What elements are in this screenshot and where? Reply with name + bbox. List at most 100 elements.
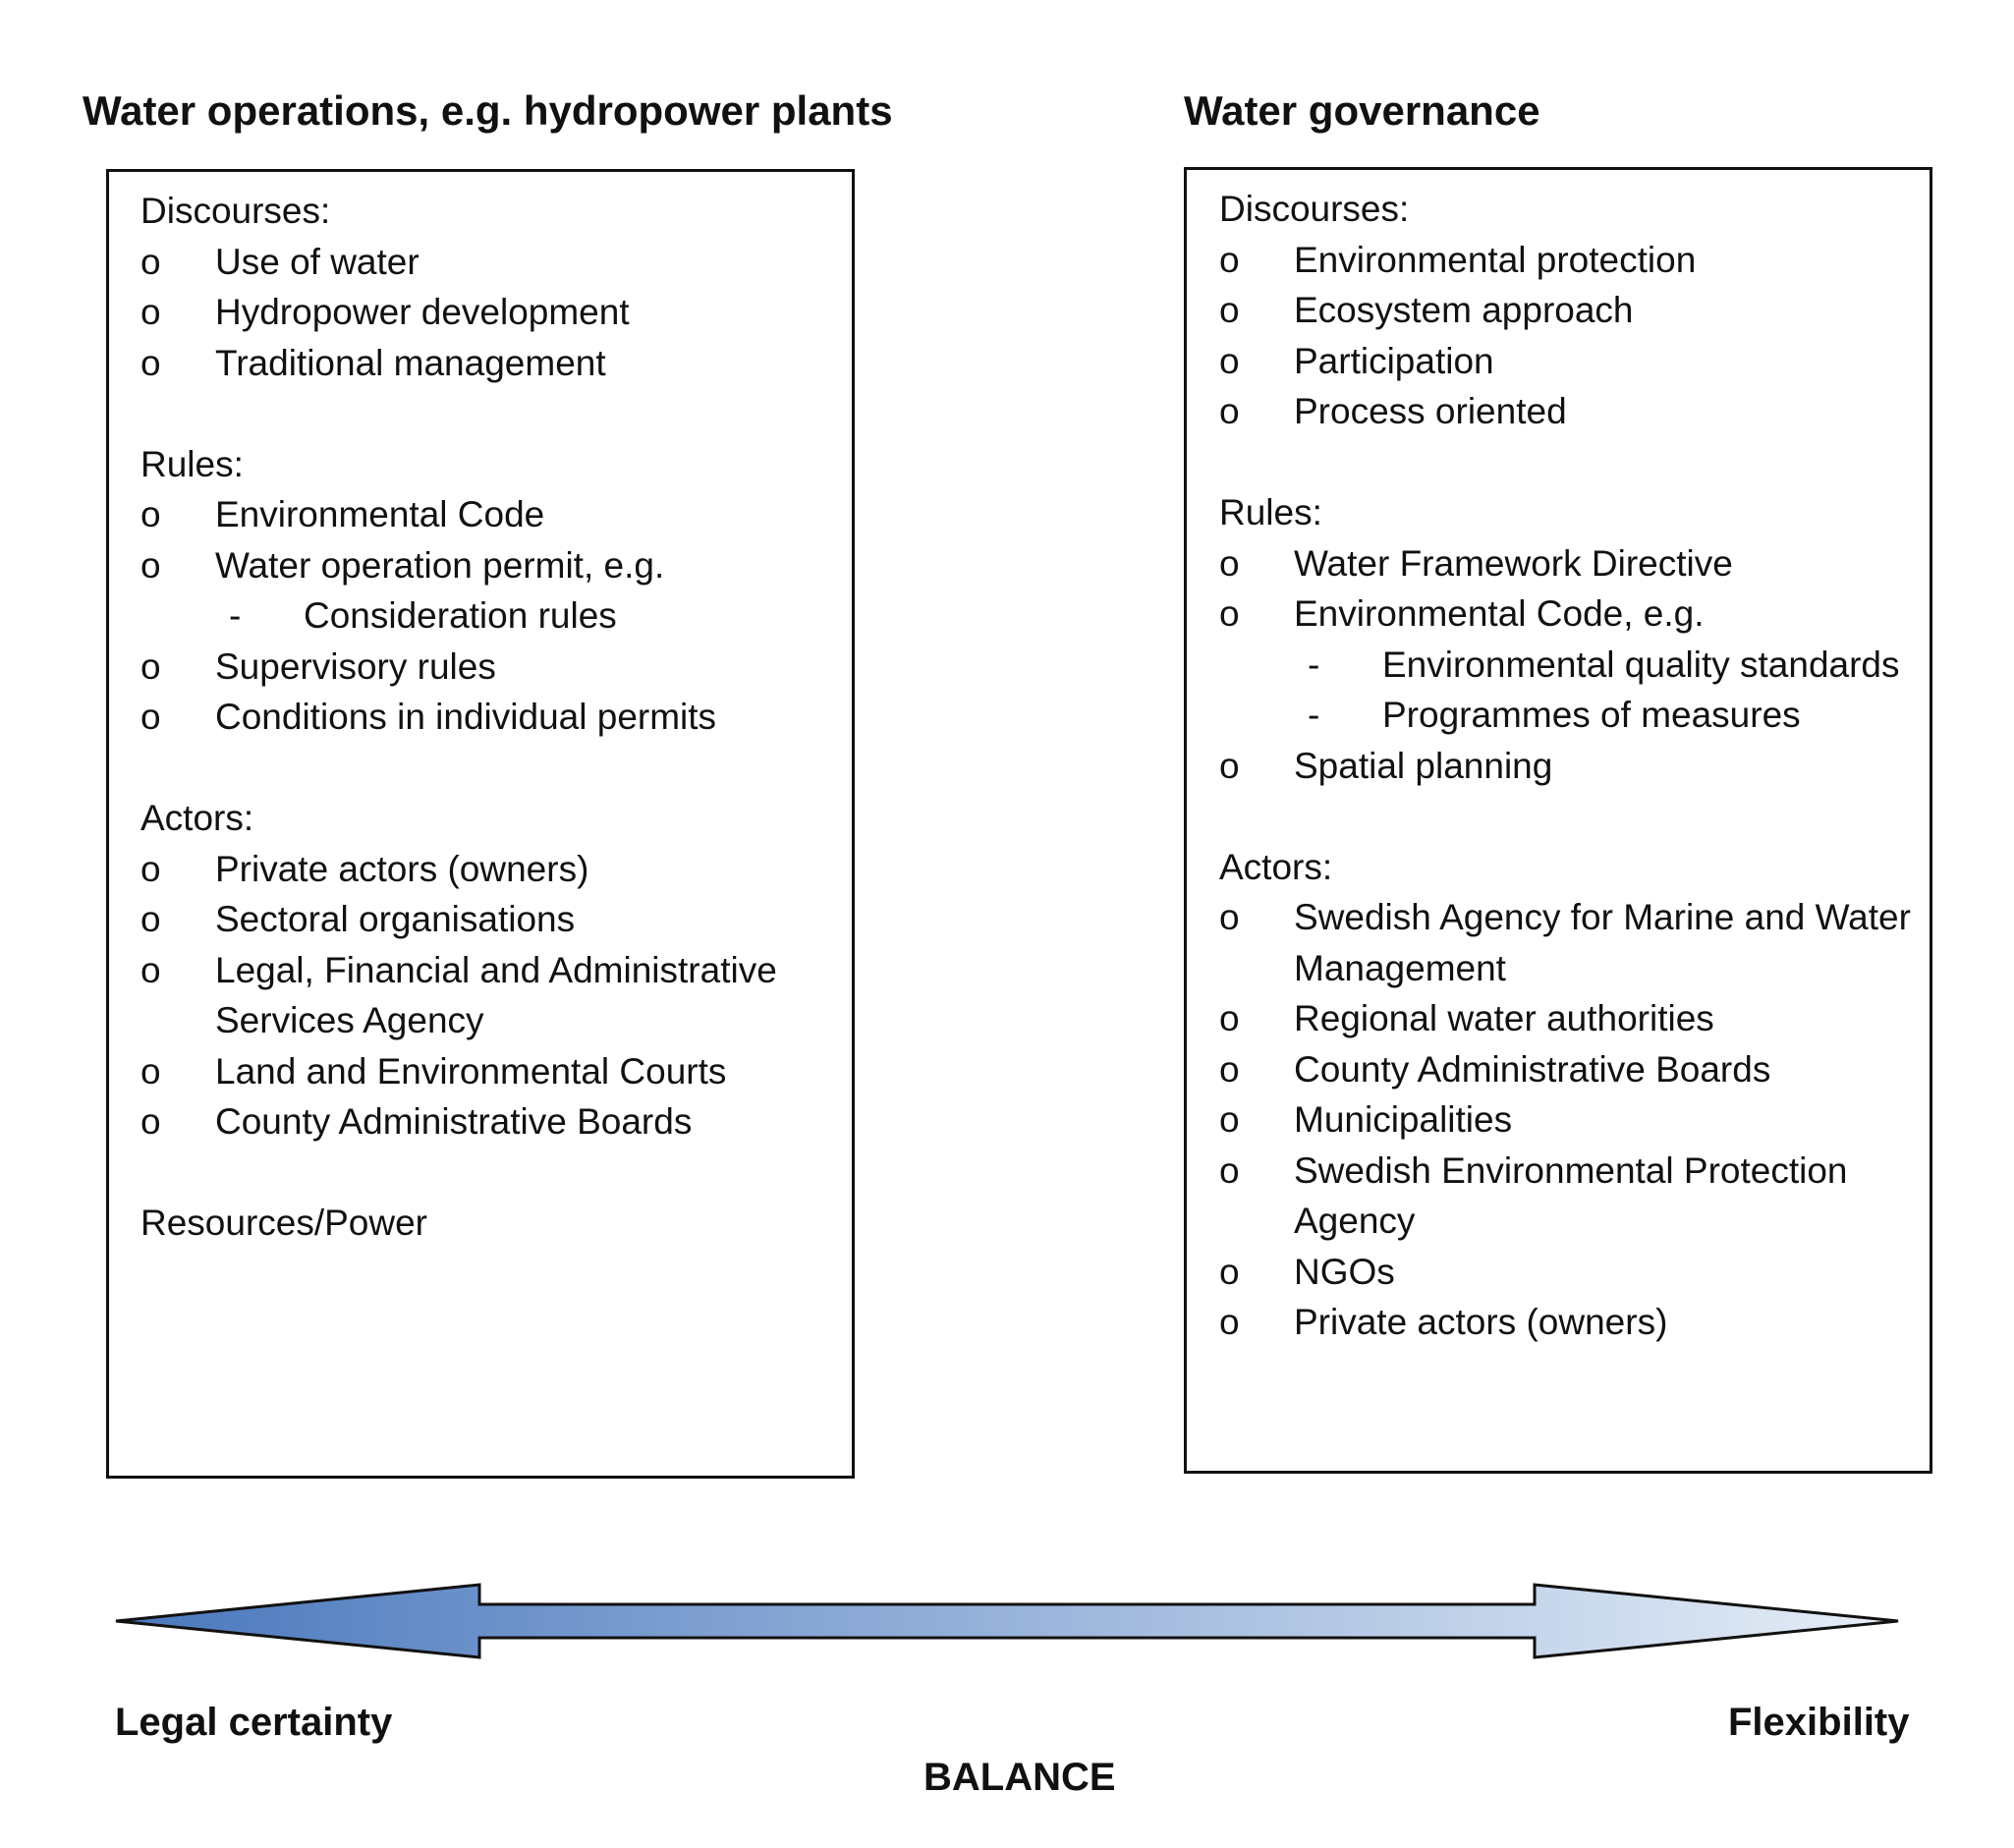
section-spacer [140,743,852,794]
list-item: o Environmental Code [140,489,852,540]
double-arrow-icon [115,1583,1899,1659]
circle-bullet-icon: o [140,899,161,939]
list-item-text: Consideration rules [304,595,617,636]
list-item-text: Process oriented [1294,391,1567,431]
list-item: o Conditions in individual permits [140,692,852,743]
list-item-text: Land and Environmental Courts [215,1050,727,1092]
list-item: o Participation [1219,336,1930,387]
balance-label: BALANCE [923,1756,1116,1799]
flexibility-label: Flexibility [1728,1701,1910,1744]
circle-bullet-icon: o [1219,290,1240,330]
section-title: Actors: [140,798,254,838]
list-item-text: Environmental protection [1294,239,1697,280]
circle-bullet-icon: o [1219,593,1240,634]
circle-bullet-icon: o [1219,542,1240,584]
list-item: o Traditional management [140,338,852,389]
circle-bullet-icon: o [140,697,161,737]
list-item: o Sectoral organisations [140,894,852,945]
list-item: o Supervisory rules [140,642,852,693]
dash-bullet-icon: - [1308,695,1320,735]
list-item-text: Regional water authorities [1294,998,1714,1038]
list-item-text: Environmental Code [215,494,545,534]
circle-bullet-icon: o [1219,1099,1240,1140]
list-item: o Private actors (owners) [140,844,852,895]
section-title: Discourses: [140,191,331,231]
list-item-text: Conditions in individual permits [215,697,717,737]
circle-bullet-icon: o [1219,1149,1240,1191]
circle-bullet-icon: o [1219,391,1240,431]
list-item-text: Ecosystem approach [1294,290,1634,330]
list-item-text: Sectoral organisations [215,899,576,939]
section-title: Rules: [1219,492,1322,532]
section-title: Actors: [1219,846,1333,887]
list-item: o NGOs [1219,1247,1930,1298]
section-title: Discourses: [1219,189,1410,229]
sub-list-item: - Programmes of measures [1219,690,1930,741]
list-item: o Legal, Financial and Administrative Ser… [140,945,852,1046]
circle-bullet-icon: o [140,848,161,889]
list-item: o Spatial planning [1219,741,1930,792]
section-spacer [140,1148,852,1199]
list-item-text: Water operation permit, e.g. [215,544,665,586]
section-title: Rules: [140,443,244,484]
list-item-text: Private actors (owners) [215,848,589,889]
left-heading: Water operations, e.g. hydropower plants [83,87,893,134]
list-item-text: Traditional management [215,342,606,383]
list-item: o Regional water authorities [1219,993,1930,1044]
right-heading: Water governance [1184,87,1540,134]
circle-bullet-icon: o [140,645,161,687]
list-item-text: County Administrative Boards [1294,1048,1771,1090]
circle-bullet-icon: o [140,1101,161,1142]
list-item-text: Environmental Code, e.g. [1294,593,1705,634]
circle-bullet-icon: o [140,949,161,990]
list-item: o Ecosystem approach [1219,285,1930,336]
circle-bullet-icon: o [1219,1302,1240,1342]
list-item: o County Administrative Boards [140,1096,852,1148]
list-item-text: Environmental quality standards [1382,644,1900,685]
circle-bullet-icon: o [1219,998,1240,1038]
circle-bullet-icon: o [1219,1048,1240,1090]
arrow-shape [115,1583,1899,1659]
list-item: o Use of water [140,237,852,288]
list-item-text: Spatial planning [1294,745,1553,786]
list-item-text: Legal, Financial and Administrative Serv… [215,949,777,1041]
section-spacer [1219,437,1930,488]
list-item-text: Participation [1294,340,1494,381]
dash-bullet-icon: - [229,595,242,636]
list-item: o County Administrative Boards [1219,1044,1930,1095]
list-item: o Environmental Code, e.g. [1219,588,1930,640]
circle-bullet-icon: o [140,544,161,586]
list-item-text: NGOs [1294,1251,1395,1292]
circle-bullet-icon: o [140,494,161,534]
list-item-text: Use of water [215,241,420,282]
section-title: Resources/Power [140,1203,428,1243]
list-item-text: Hydropower development [215,292,630,332]
list-item: o Water operation permit, e.g. [140,540,852,591]
list-item-text: Swedish Agency for Marine and Water Mana… [1294,897,1911,988]
list-item: o Municipalities [1219,1094,1930,1146]
circle-bullet-icon: o [140,241,161,282]
circle-bullet-icon: o [1219,1251,1240,1292]
list-item: o Private actors (owners) [1219,1297,1930,1348]
section-spacer [140,388,852,439]
list-item: o Environmental protection [1219,235,1930,286]
circle-bullet-icon: o [1219,745,1240,786]
list-item-text: Programmes of measures [1382,695,1801,735]
list-item-text: Municipalities [1294,1099,1513,1140]
list-item-text: County Administrative Boards [215,1101,693,1142]
list-item-text: Private actors (owners) [1294,1302,1668,1342]
list-item-text: Supervisory rules [215,645,496,687]
legal-certainty-label: Legal certainty [115,1701,393,1744]
circle-bullet-icon: o [1219,340,1240,381]
sub-list-item: - Consideration rules [140,590,852,642]
list-item: o Swedish Environmental Protection Agency [1219,1146,1930,1247]
list-item-text: Swedish Environmental Protection Agency [1294,1149,1848,1242]
circle-bullet-icon: o [1219,239,1240,280]
circle-bullet-icon: o [140,342,161,383]
section-spacer [1219,791,1930,842]
dash-bullet-icon: - [1308,644,1320,685]
